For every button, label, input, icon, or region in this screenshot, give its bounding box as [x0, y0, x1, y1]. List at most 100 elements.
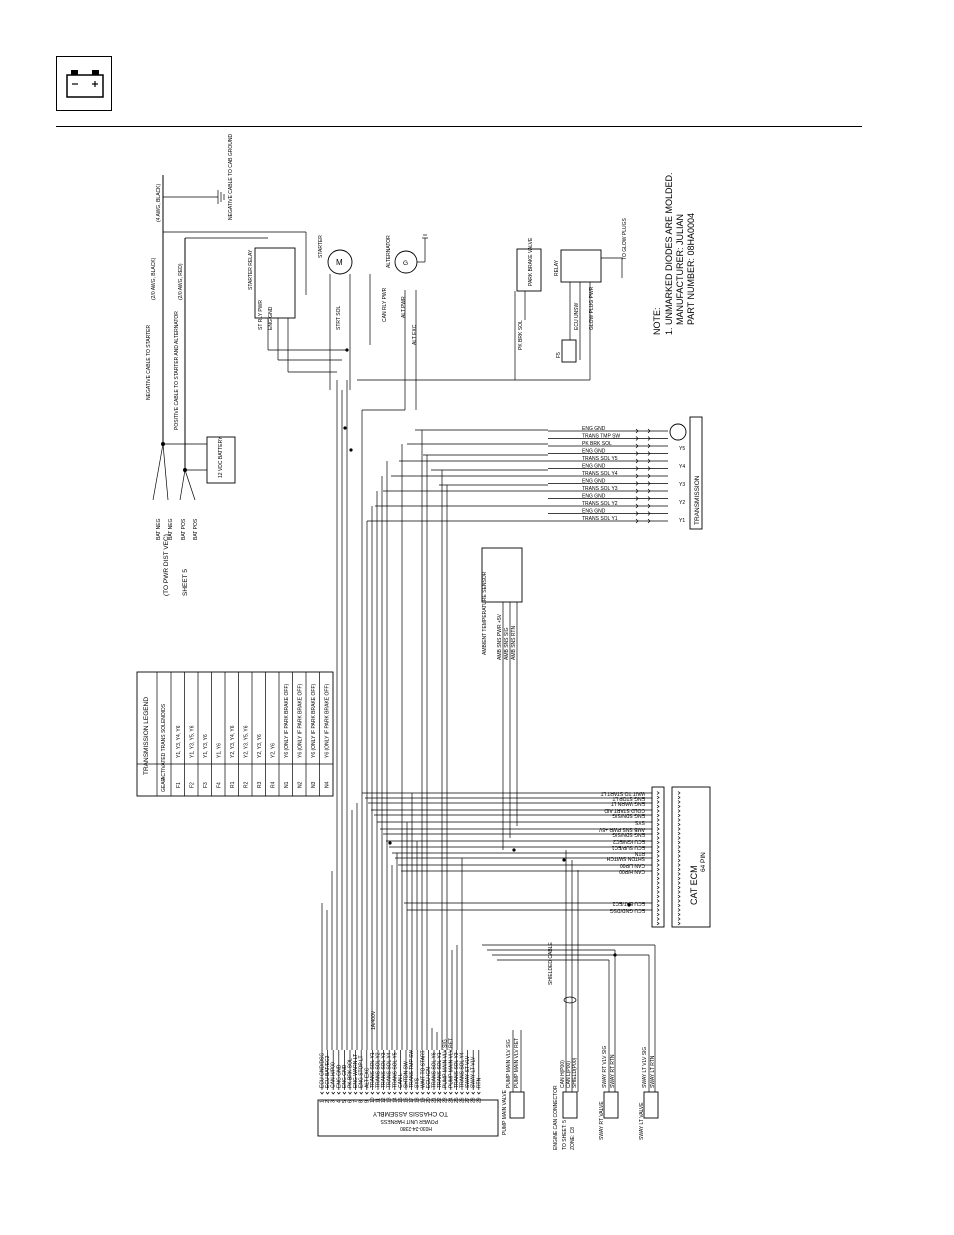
legend-solenoid-cell: Y1, Y3, Y6: [203, 734, 209, 758]
ecm-pin-chevron: [677, 876, 681, 881]
ecm-pin-chevron: [677, 804, 681, 809]
svg-text:M: M: [336, 258, 343, 267]
battery-label: 12 VDC BATTERY: [218, 436, 224, 478]
chassis-label: TO CHASSIS ASSEMBLY: [372, 1110, 448, 1117]
ecm-pin-chevron: [656, 804, 660, 809]
pk-brk-sol-label: PK BRK SOL: [518, 320, 524, 350]
ecm-pin-chevron: [677, 813, 681, 818]
ambient-wire-label: AMB SNS PWR +5V: [497, 613, 503, 660]
sway-rt-rtn-label: SWAY RT RTN: [610, 1054, 616, 1088]
trans-chevron: [635, 451, 639, 456]
trans-chevron: [635, 473, 639, 479]
ecm-wire-label: CAN H/P00: [619, 868, 645, 874]
chassis-pin: 14: [392, 1097, 398, 1103]
ecm-pin-chevron: [656, 903, 660, 908]
ecm-pin-chevron: [677, 921, 681, 926]
chassis-chevron: [353, 1091, 358, 1095]
ecm-pin-chevron: [677, 908, 681, 912]
trans-wire-label: ENG GND: [582, 449, 606, 455]
ecm-pin-chevron: [677, 831, 681, 836]
battery-section: NEGATIVE CABLE TO CAB GROUND (4 AWG, BLA…: [146, 133, 307, 596]
trans-chevron: [635, 518, 639, 524]
sheet-label: SHEET 5: [182, 569, 189, 596]
ecm-pin-chevron: [656, 800, 660, 804]
glow-plug-pwr-label: GLOW PLUG PWR: [589, 286, 595, 330]
transmission-legend: TRANSMISSION LEGEND GEAR ACTIVATED TRANS…: [136, 671, 334, 797]
chassis-chevron: [398, 1091, 403, 1095]
trans-chevron: [647, 428, 651, 434]
ecm-pin-chevron: [656, 791, 660, 795]
chassis-sublabel: POWER UNIT HARNESS: [380, 1118, 438, 1124]
ambient-sensor-box: [481, 547, 523, 603]
ecm-wire-label: ENG SDN/SIG: [612, 831, 645, 837]
ecm-pin-chevron: [656, 818, 660, 822]
chassis-pin: 4: [336, 1100, 342, 1103]
ecm-wire-label: ECU BAT/EC2: [612, 900, 645, 906]
legend-col-solenoids: ACTIVATED TRANS SOLENOIDS: [161, 703, 167, 780]
chassis-pin: 22: [437, 1097, 443, 1103]
chassis-wire-label: TRANS SOL Y3: [381, 1052, 387, 1088]
trans-chevron: [647, 458, 651, 464]
chassis-wire-label: WAIT TO START: [420, 1050, 426, 1088]
legend-solenoid-cell: Y1, Y3, Y4, Y6: [176, 725, 182, 758]
ecm-wire-label: ECU GND/DSG: [610, 907, 645, 913]
cable-4awg-label: (4 AWG, BLACK): [156, 184, 162, 222]
chassis-wire-label: ECU GND/DSG: [320, 1053, 326, 1088]
chassis-pin: 13: [387, 1097, 393, 1103]
chassis-wire-label: ENG GND: [342, 1064, 348, 1088]
chassis-chevron: [387, 1091, 391, 1095]
sway-rt-sig-label: SWAY RT VLV SIG: [602, 1045, 608, 1088]
legend-solenoid-cell: Y6 (ONLY IF PARK BRAKE OFF): [311, 683, 317, 758]
sway-rt-connector: [603, 1091, 619, 1119]
junction-dot: [562, 858, 566, 862]
trans-wire-label: TRANS SOL Y2: [582, 501, 618, 507]
ecm-pin-chevron: [656, 867, 660, 872]
trans-pin-Y5: Y5: [679, 446, 685, 452]
shielded-cable-symbol: [563, 996, 577, 1004]
pump-sig-label: PUMP MAIN VLV SIG: [506, 1039, 512, 1088]
ambient-wire-label: AMB SNS RTN: [511, 626, 517, 660]
trans-chevron: [647, 518, 651, 524]
neg-cable-cab-ground-label: NEGATIVE CABLE TO CAB GROUND: [228, 133, 234, 220]
chassis-wire-label: ECU BAT/EC2: [325, 1055, 331, 1088]
trans-chevron: [635, 511, 639, 516]
ecm-pin-chevron: [677, 885, 681, 890]
ecm-pin-chevron: [677, 872, 681, 876]
chassis-chevron: [465, 1091, 470, 1095]
legend-gear-cell: F4: [216, 782, 222, 788]
chassis-wire-label: TRANS SOL Y6: [432, 1052, 438, 1088]
chassis-chevron: [404, 1091, 408, 1095]
chassis-wire-label: TRANS SOL Y1: [437, 1052, 443, 1088]
chassis-wire-label: SHTDN SW: [404, 1061, 410, 1088]
chassis-wire-label: ENG GND: [336, 1064, 342, 1088]
ecm-label: CAT ECM: [689, 865, 699, 905]
legend-solenoid-cell: Y6 (ONLY IF PARK BRAKE OFF): [324, 683, 330, 758]
legend-solenoid-cell: Y2, Y3, Y6: [257, 734, 263, 758]
chassis-pin: 7: [353, 1100, 359, 1103]
engine-can-connector: [562, 1091, 578, 1119]
chassis-pin: 11: [376, 1098, 382, 1103]
note-title: NOTE:: [652, 307, 662, 335]
legend-solenoid-cell: Y6 (ONLY IF PARK BRAKE OFF): [284, 683, 290, 758]
strt-sol-label: STRT SOL: [336, 306, 342, 330]
starter-relay-box: [254, 247, 296, 319]
ecm-wire-label: ENG SDN/SIG: [612, 812, 645, 818]
trans-wire-label: TRANS SOL Y1: [582, 516, 618, 522]
trans-pin-Y1: Y1: [679, 518, 685, 524]
ecm-pin-chevron: [656, 863, 660, 867]
note-line3: PART NUMBER: 08HA0004: [686, 213, 696, 325]
trans-chevron: [635, 428, 639, 434]
ecm-pin-chevron: [677, 894, 681, 899]
ecm-pin-chevron: [656, 840, 660, 845]
ecm-pin-chevron: [656, 912, 660, 917]
chassis-chevron: [342, 1091, 347, 1095]
ecm-pin-chevron: [656, 822, 660, 827]
chassis-wire-label: ECU IGN: [426, 1067, 432, 1088]
chassis-connector-section: TO CHASSIS ASSEMBLY POWER UNIT HARNESS H…: [317, 1010, 499, 1137]
chassis-wire-label: PUMP MAIN VLV RET: [448, 1038, 454, 1088]
battery-icon: [66, 70, 104, 98]
zone-label: ZONE: C8: [570, 1127, 576, 1150]
legend-gear-cell: R2: [243, 781, 249, 788]
junction-dot: [512, 848, 516, 852]
